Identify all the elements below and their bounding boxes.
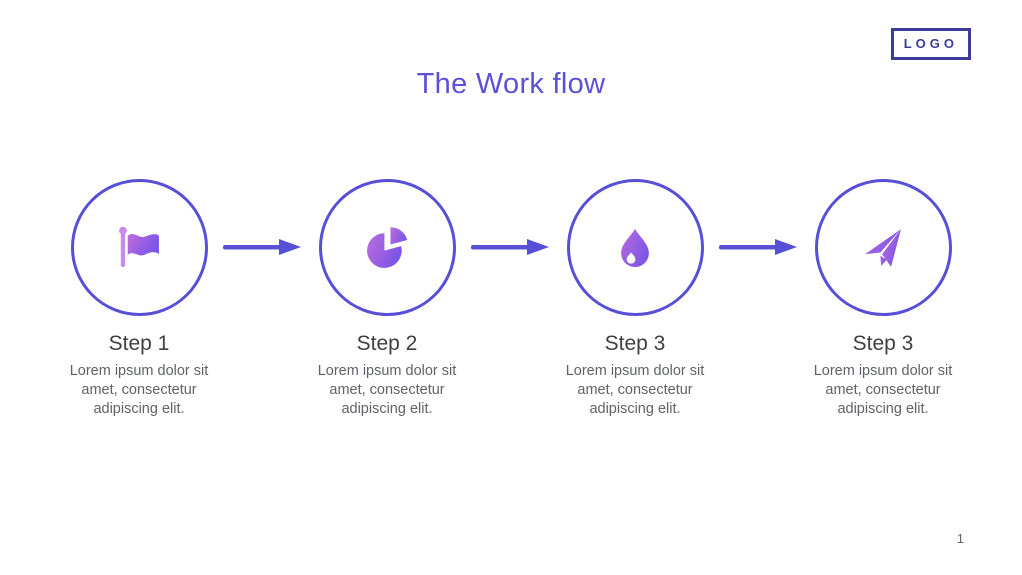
workflow-diagram: Step 1 Lorem ipsum dolor sit amet, conse… <box>0 179 1022 419</box>
workflow-step-2: Step 2 Lorem ipsum dolor sit amet, conse… <box>297 179 477 419</box>
step-description: Lorem ipsum dolor sit amet, consectetur … <box>813 363 953 417</box>
arrow-icon <box>719 239 797 255</box>
workflow-step-1: Step 1 Lorem ipsum dolor sit amet, conse… <box>49 179 229 419</box>
step-description: Lorem ipsum dolor sit amet, consectetur … <box>565 363 705 417</box>
arrow-icon <box>471 239 549 255</box>
flag-icon <box>119 226 159 267</box>
paper-plane-icon <box>865 228 901 267</box>
page-title: The Work flow <box>416 68 606 100</box>
pie-chart-icon <box>367 226 408 268</box>
step-circle <box>318 179 456 316</box>
step-label: Step 3 <box>604 332 666 355</box>
step-label: Step 3 <box>852 332 914 355</box>
logo-text: LOGO <box>903 36 958 51</box>
water-drop-icon <box>621 228 649 267</box>
step-description: Lorem ipsum dolor sit amet, consectetur … <box>69 363 209 417</box>
workflow-step-4: Step 3 Lorem ipsum dolor sit amet, conse… <box>793 179 973 419</box>
step-description: Lorem ipsum dolor sit amet, consectetur … <box>317 363 457 417</box>
arrow-icon <box>223 239 301 255</box>
page-number: 1 <box>956 531 964 546</box>
logo: LOGO <box>890 28 971 60</box>
workflow-step-3: Step 3 Lorem ipsum dolor sit amet, conse… <box>545 179 725 419</box>
step-circle <box>814 179 952 316</box>
step-label: Step 2 <box>356 332 418 355</box>
step-circle <box>70 179 208 316</box>
step-circle <box>566 179 704 316</box>
step-label: Step 1 <box>108 332 170 355</box>
